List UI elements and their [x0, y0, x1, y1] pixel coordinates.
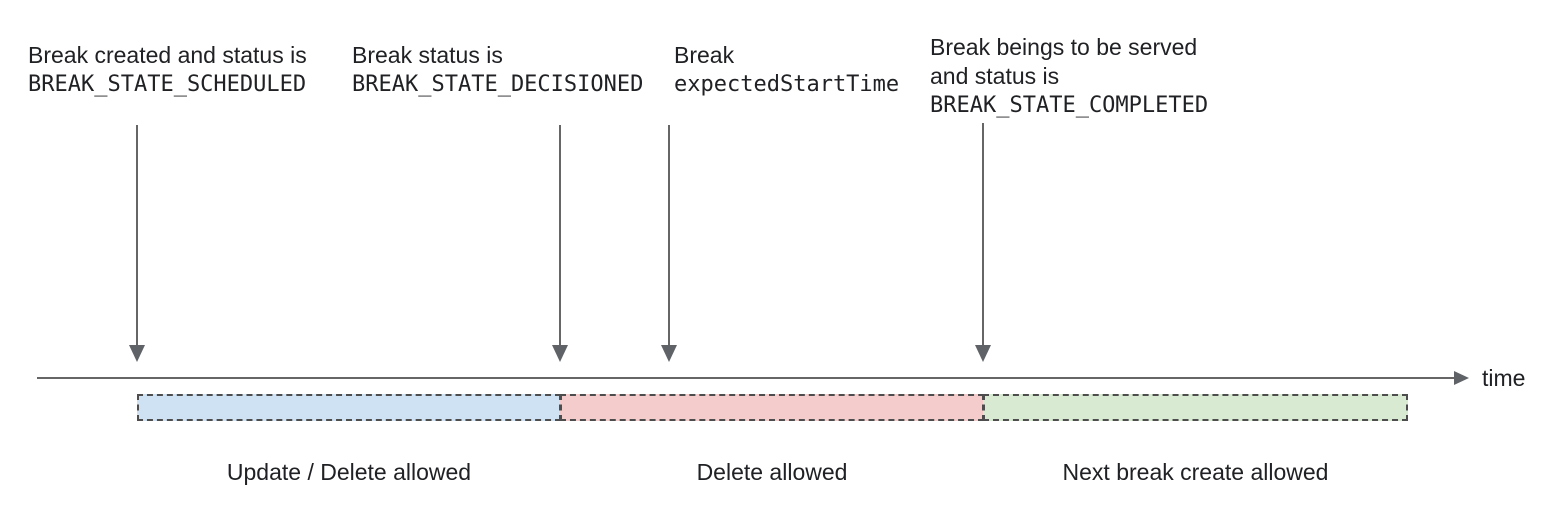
- annotation-completed-code: BREAK_STATE_COMPLETED: [930, 93, 1209, 118]
- time-axis-arrow-icon: [1454, 371, 1469, 385]
- annotation-expected-start-code: expectedStartTime: [674, 72, 900, 97]
- annotation-scheduled-code: BREAK_STATE_SCHEDULED: [28, 72, 307, 97]
- segment-label-delete: Delete allowed: [696, 459, 848, 485]
- annotation-completed-text2: and status is: [930, 63, 1060, 89]
- down-arrow-scheduled: [129, 125, 145, 362]
- segment-delete-allowed: [560, 394, 984, 421]
- segment-label-next-break: Next break create allowed: [1062, 459, 1329, 485]
- arrow-shaft: [982, 123, 984, 345]
- arrow-head-icon: [975, 345, 991, 362]
- annotation-scheduled-text: Break created and status is: [28, 42, 307, 68]
- annotation-decisioned: Break status is BREAK_STATE_DECISIONED: [352, 41, 643, 99]
- arrow-shaft: [136, 125, 138, 345]
- annotation-decisioned-code: BREAK_STATE_DECISIONED: [352, 72, 644, 97]
- time-axis: [37, 377, 1455, 379]
- arrow-shaft: [668, 125, 670, 345]
- arrow-head-icon: [129, 345, 145, 362]
- segment-next-break-create-allowed: [983, 394, 1408, 421]
- down-arrow-completed: [975, 123, 991, 362]
- arrow-head-icon: [661, 345, 677, 362]
- annotation-expected-start: Break expectedStartTime: [674, 41, 899, 99]
- annotation-completed: Break beings to be served and status is …: [930, 33, 1208, 120]
- arrow-head-icon: [552, 345, 568, 362]
- annotation-decisioned-text: Break status is: [352, 42, 503, 68]
- down-arrow-decisioned: [552, 125, 568, 362]
- segment-update-delete-allowed: [137, 394, 561, 421]
- arrow-shaft: [559, 125, 561, 345]
- annotation-scheduled: Break created and status is BREAK_STATE_…: [28, 41, 307, 99]
- annotation-completed-text1: Break beings to be served: [930, 34, 1198, 60]
- annotation-expected-start-text: Break: [674, 42, 735, 68]
- segment-label-update-delete: Update / Delete allowed: [226, 459, 472, 485]
- down-arrow-expected-start: [661, 125, 677, 362]
- time-axis-label: time: [1482, 365, 1526, 391]
